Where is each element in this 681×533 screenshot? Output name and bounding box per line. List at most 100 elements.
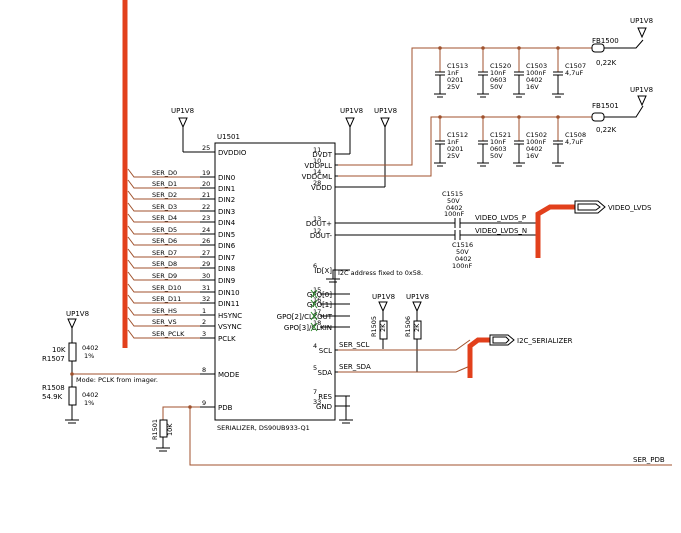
note-mode: Mode: PCLK from imager.: [76, 376, 158, 384]
pin-number: 8: [202, 366, 206, 374]
svg-text:1%: 1%: [84, 399, 94, 407]
svg-text:50V: 50V: [490, 83, 503, 91]
svg-text:100nF: 100nF: [444, 210, 465, 218]
pin-number: 6: [313, 262, 317, 270]
pin-number: 26: [202, 237, 210, 245]
i2c-lines: SER_SCL SER_SDA I2C_SERIALIZER: [338, 334, 573, 378]
pin-number: 25: [202, 144, 210, 152]
svg-text:16V: 16V: [526, 152, 539, 160]
pin-number: 5: [313, 364, 317, 372]
power-up1v8-vddd: UP1V8: [338, 107, 397, 188]
cap-ref: C1508: [565, 131, 586, 139]
pin-name: VDDD: [311, 184, 332, 192]
net-ser-sda: SER_SDA: [339, 363, 371, 371]
power-up1v8-dvddio: UP1V8: [171, 107, 200, 153]
svg-text:UP1V8: UP1V8: [630, 17, 653, 25]
pin-name: SDA: [318, 369, 333, 377]
svg-text:10nF: 10nF: [490, 138, 506, 146]
svg-text:R1508: R1508: [42, 384, 65, 392]
cap-ref: C1502: [526, 131, 547, 139]
pin-number: 27: [202, 249, 210, 257]
ic-part: SERIALIZER, DS90UB933-Q1: [217, 424, 310, 432]
pin-name: DOUT+: [306, 220, 332, 228]
net-label: SER_D10: [152, 284, 181, 292]
net-ser-pdb: SER_PDB: [633, 456, 665, 464]
pin-number: 22: [202, 203, 210, 211]
pin-name: VDDCML: [302, 173, 332, 181]
power-up1v8-dvdt: UP1V8: [338, 107, 363, 155]
svg-text:0402: 0402: [82, 344, 99, 352]
svg-text:FB1501: FB1501: [592, 102, 619, 110]
svg-text:0,22K: 0,22K: [596, 126, 617, 134]
svg-text:50V: 50V: [490, 152, 503, 160]
pin-name: DIN6: [218, 242, 236, 250]
svg-text:1%: 1%: [84, 352, 94, 360]
i2c-pullups: UP1V8 R1505 2K UP1V8 R1506 2K: [370, 293, 429, 372]
net-label: SER_D0: [152, 169, 177, 177]
net-label: SER_D9: [152, 272, 177, 280]
cap-ref: C1521: [490, 131, 511, 139]
pin-number: 15: [313, 286, 321, 294]
svg-text:25V: 25V: [447, 152, 460, 160]
svg-text:0402: 0402: [446, 204, 463, 212]
pin-name: PCLK: [218, 335, 236, 343]
net-label: SER_D7: [152, 249, 177, 257]
pin-name: RES: [318, 393, 332, 401]
port-video-lvds: VIDEO_LVDS: [608, 204, 652, 212]
svg-text:UP1V8: UP1V8: [374, 107, 397, 115]
pin-name: VSYNC: [218, 323, 242, 331]
ic-left-pins: 25DVDDIO19DIN0SER_D020DIN1SER_D121DIN2SE…: [127, 144, 247, 412]
svg-text:FB1500: FB1500: [592, 37, 619, 45]
decoupling-caps-bottom: C15121nF020125VC152110nF060350VC1502100n…: [434, 115, 586, 167]
cap-ref: C1503: [526, 62, 547, 70]
svg-text:UP1V8: UP1V8: [340, 107, 363, 115]
pin-name: VDDPLL: [304, 162, 332, 170]
pin-name: DIN2: [218, 196, 235, 204]
decoupling-caps-top: C15131nF020125VC152010nF060350VC1503100n…: [434, 46, 586, 98]
pin-number: 9: [202, 399, 206, 407]
svg-text:0402: 0402: [526, 76, 543, 84]
svg-text:0402: 0402: [526, 145, 543, 153]
svg-text:0603: 0603: [490, 76, 507, 84]
svg-text:0201: 0201: [447, 76, 464, 84]
pin-name: DVDT: [312, 151, 332, 159]
net-label: SER_D1: [152, 180, 177, 188]
pin-number: 23: [202, 214, 210, 222]
gpo-no-connects: [310, 289, 338, 332]
pin-name: GPO[0]: [307, 291, 332, 299]
svg-text:R1505: R1505: [370, 316, 378, 337]
pin-name: GPO[1]: [307, 301, 332, 309]
port-i2c-serializer: I2C_SERIALIZER: [517, 337, 573, 345]
svg-text:R1506: R1506: [404, 316, 412, 337]
pin-name: GPO[2]/CLKOUT: [277, 313, 333, 321]
pin-name: DOUT-: [310, 232, 333, 240]
svg-text:R1501: R1501: [151, 419, 159, 440]
rail-vddpll: [338, 47, 592, 166]
net-label: SER_HS: [152, 307, 177, 315]
net-label: SER_D4: [152, 214, 177, 222]
pin-number: 10: [313, 157, 321, 165]
pdb-net: R1501 10K SER_PDB: [151, 405, 672, 466]
svg-text:4,7uF: 4,7uF: [565, 138, 583, 146]
svg-text:50V: 50V: [456, 248, 469, 256]
svg-text:50V: 50V: [447, 197, 460, 205]
pin-name: HSYNC: [218, 312, 242, 320]
pin-name: DIN4: [218, 219, 236, 227]
pin-number: 24: [202, 226, 210, 234]
